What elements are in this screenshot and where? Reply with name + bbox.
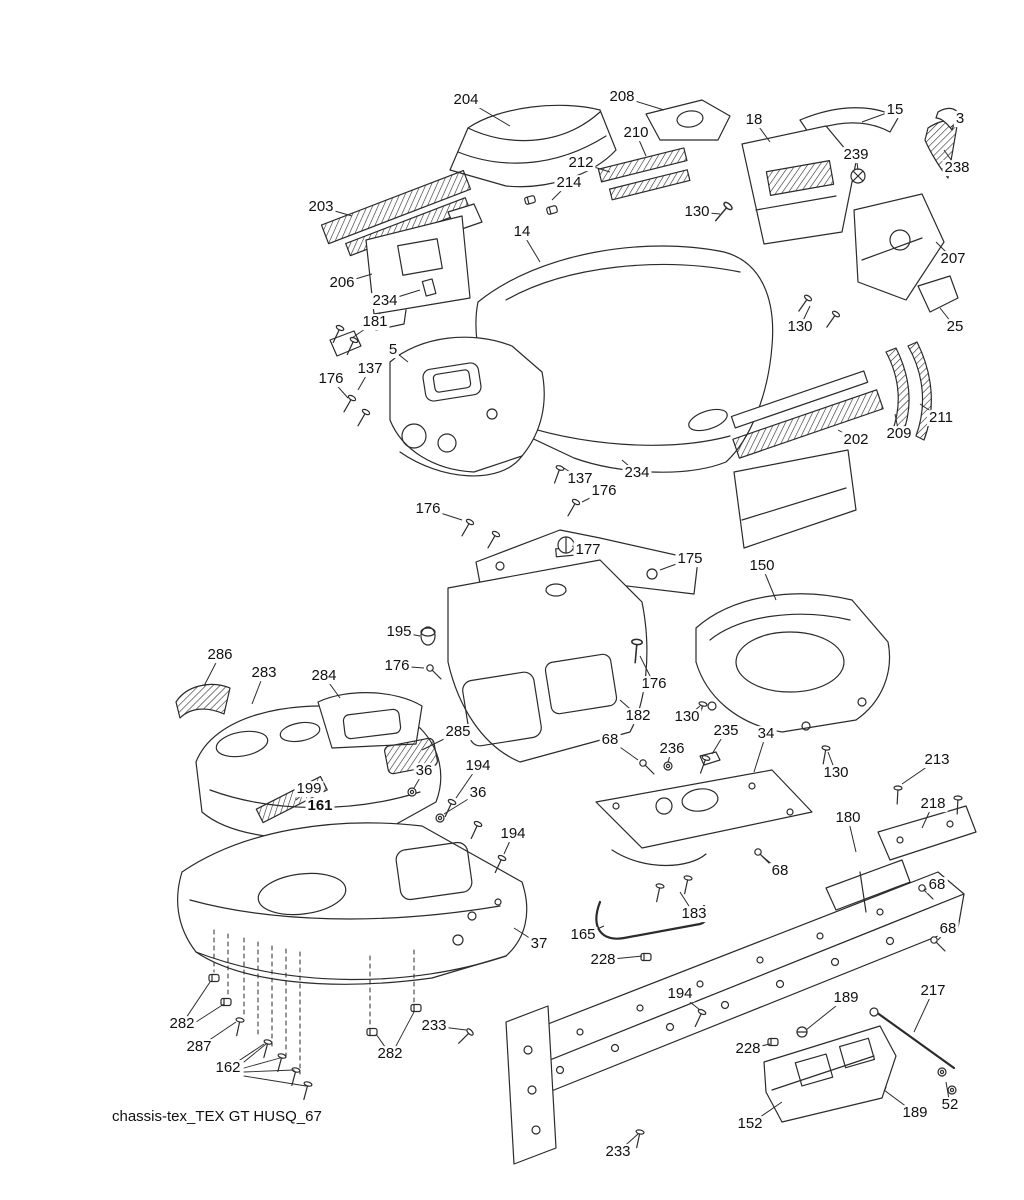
part-label-183: 183	[679, 905, 709, 923]
part-label-150: 150	[747, 557, 777, 575]
fender-footrest-part	[177, 822, 528, 985]
part-label-238: 238	[942, 159, 972, 177]
part-label-176: 176	[639, 675, 669, 693]
part-label-286: 286	[205, 646, 235, 664]
chassis-frame-part	[505, 859, 965, 1165]
part-label-209: 209	[884, 425, 914, 443]
part-label-18: 18	[743, 111, 765, 129]
clip-part	[421, 278, 437, 297]
part-label-228: 228	[733, 1040, 763, 1058]
part-label-14: 14	[511, 223, 533, 241]
part-label-5: 5	[386, 341, 400, 359]
part-label-235: 235	[711, 722, 741, 740]
part-label-284: 284	[309, 667, 339, 685]
part-label-176: 176	[316, 370, 346, 388]
part-label-282: 282	[167, 1015, 197, 1033]
part-label-130: 130	[785, 318, 815, 336]
part-label-181: 181	[360, 313, 390, 331]
part-label-239: 239	[841, 146, 871, 164]
side-skirt-part	[730, 370, 884, 459]
part-label-182: 182	[623, 707, 653, 725]
part-label-137: 137	[355, 360, 385, 378]
lower-panel-part	[733, 449, 857, 549]
part-label-52: 52	[939, 1096, 961, 1114]
part-label-137: 137	[565, 470, 595, 488]
part-label-130: 130	[821, 764, 851, 782]
part-label-68: 68	[769, 862, 791, 880]
part-label-195: 195	[384, 623, 414, 641]
part-label-285: 285	[443, 723, 473, 741]
part-label-189: 189	[831, 989, 861, 1007]
bumper-bracket-part	[763, 1025, 897, 1123]
part-label-130: 130	[672, 708, 702, 726]
part-label-207: 207	[938, 250, 968, 268]
part-label-208: 208	[607, 88, 637, 106]
part-label-36: 36	[467, 784, 489, 802]
pedestal-part	[447, 559, 648, 763]
diagram-caption: chassis-tex_TEX GT HUSQ_67	[112, 1108, 322, 1125]
part-label-176: 176	[589, 482, 619, 500]
part-label-234: 234	[370, 292, 400, 310]
dash-console-part	[389, 336, 545, 477]
part-label-68: 68	[937, 920, 959, 938]
part-label-175: 175	[675, 550, 705, 568]
part-label-161: 161	[305, 797, 335, 815]
part-label-234: 234	[622, 464, 652, 482]
trim-strips-part	[597, 147, 691, 201]
part-label-3: 3	[953, 110, 967, 128]
part-label-283: 283	[249, 664, 279, 682]
part-label-152: 152	[735, 1115, 765, 1133]
part-label-214: 214	[554, 174, 584, 192]
seat-bracket-part	[695, 593, 891, 733]
part-label-176: 176	[382, 657, 412, 675]
part-label-233: 233	[603, 1143, 633, 1161]
part-label-68: 68	[599, 731, 621, 749]
part-label-211: 211	[927, 409, 955, 427]
part-label-203: 203	[306, 198, 336, 216]
hood-bracket-part	[365, 215, 471, 331]
headlight-part	[645, 99, 731, 141]
part-label-287: 287	[184, 1038, 214, 1056]
part-label-34: 34	[755, 725, 777, 743]
part-label-194: 194	[665, 985, 695, 1003]
part-label-282: 282	[375, 1045, 405, 1063]
part-label-177: 177	[573, 541, 603, 559]
part-label-37: 37	[528, 935, 550, 953]
part-label-180: 180	[833, 809, 863, 827]
frame-plate-part	[595, 751, 813, 866]
part-label-176: 176	[413, 500, 443, 518]
part-label-204: 204	[451, 91, 481, 109]
part-label-165: 165	[568, 926, 598, 944]
part-label-218: 218	[918, 795, 948, 813]
part-label-68: 68	[926, 876, 948, 894]
part-label-130: 130	[682, 203, 712, 221]
part-label-210: 210	[621, 124, 651, 142]
part-label-199: 199	[294, 780, 324, 798]
part-label-236: 236	[657, 740, 687, 758]
cap-part	[420, 626, 436, 646]
part-label-25: 25	[944, 318, 966, 336]
part-label-213: 213	[922, 751, 952, 769]
part-label-228: 228	[588, 951, 618, 969]
fender-cap-part	[175, 683, 231, 719]
part-label-206: 206	[327, 274, 357, 292]
part-label-212: 212	[566, 154, 596, 172]
part-label-194: 194	[463, 757, 493, 775]
part-label-189: 189	[900, 1104, 930, 1122]
part-label-233: 233	[419, 1017, 449, 1035]
rear-bracket-part	[877, 805, 977, 861]
part-label-217: 217	[918, 982, 948, 1000]
part-label-202: 202	[841, 431, 871, 449]
part-label-194: 194	[498, 825, 528, 843]
part-label-36: 36	[413, 762, 435, 780]
part-label-15: 15	[884, 101, 906, 119]
part-label-162: 162	[213, 1059, 243, 1077]
